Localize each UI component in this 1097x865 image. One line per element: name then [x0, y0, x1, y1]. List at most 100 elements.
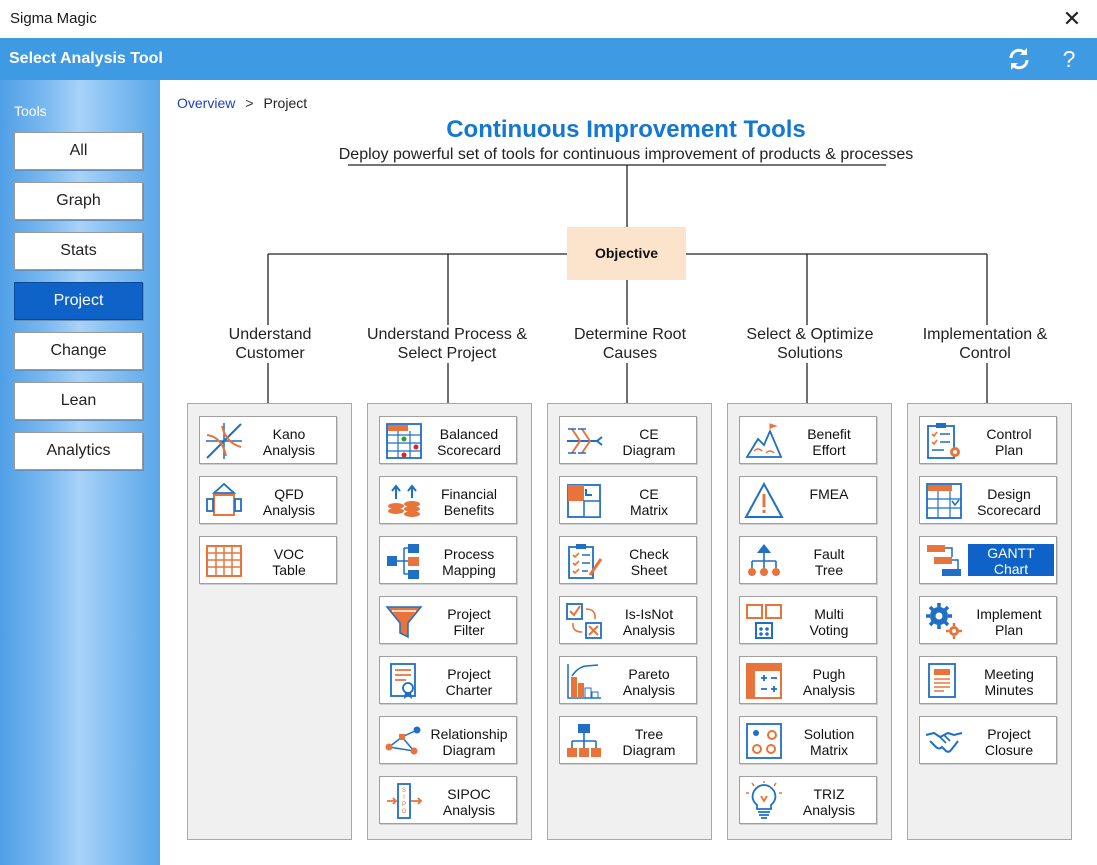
tool-button-solution-matrix[interactable]: Solution Matrix: [739, 716, 877, 764]
control-plan-icon: [927, 423, 960, 459]
tool-button-is-isnot-analysis[interactable]: Is-IsNot Analysis: [559, 596, 697, 644]
tool-label: Solution Matrix: [803, 726, 855, 758]
tool-label: Pugh Analysis: [802, 666, 856, 698]
tool-label: Relationship Diagram: [430, 726, 508, 758]
tool-button-fault-tree[interactable]: Fault Tree: [739, 536, 877, 584]
tool-label: Multi Voting: [809, 606, 849, 638]
tool-label: CE Diagram: [622, 426, 676, 458]
design-scorecard-icon: [926, 483, 962, 519]
fault-tree-icon: [748, 544, 780, 576]
window-title: Sigma Magic: [10, 10, 97, 27]
warning-icon: [744, 481, 784, 518]
breadcrumb-overview-link[interactable]: Overview: [177, 95, 236, 111]
sidebar-item-stats[interactable]: Stats: [14, 232, 143, 270]
breadcrumb: Overview > Project: [177, 95, 307, 111]
minutes-icon: [928, 663, 956, 698]
refresh-icon[interactable]: [1004, 44, 1034, 74]
tool-label: VOC Table: [272, 546, 306, 578]
tool-label: Pareto Analysis: [622, 666, 676, 698]
tool-label: Meeting Minutes: [984, 666, 1034, 698]
sipoc-icon: SIPO: [387, 783, 423, 819]
tool-button-kano-analysis[interactable]: Kano Analysis: [199, 416, 337, 464]
tool-button-project-closure[interactable]: Project Closure: [919, 716, 1057, 764]
close-icon[interactable]: ✕: [1062, 6, 1082, 31]
tool-button-voc-table[interactable]: VOC Table: [199, 536, 337, 584]
tool-label: Design Scorecard: [977, 486, 1041, 518]
fishbone-icon: [567, 428, 603, 454]
tool-label: FMEA: [809, 486, 849, 502]
tool-button-multi-voting[interactable]: Multi Voting: [739, 596, 877, 644]
sidebar-item-all[interactable]: All: [14, 132, 143, 170]
tool-button-ce-matrix[interactable]: CE Matrix: [559, 476, 697, 524]
tool-label: Implement Plan: [976, 606, 1042, 638]
tool-button-meeting-minutes[interactable]: Meeting Minutes: [919, 656, 1057, 704]
sidebar-item-change[interactable]: Change: [14, 332, 143, 370]
tool-button-ce-diagram[interactable]: CE Diagram: [559, 416, 697, 464]
gears-icon: [926, 603, 962, 639]
sidebar-item-analytics[interactable]: Analytics: [14, 432, 143, 470]
page-title: Continuous Improvement Tools: [446, 116, 806, 143]
category-label: Understand Process & Select Project: [366, 326, 528, 362]
tool-button-fmea[interactable]: FMEA: [739, 476, 877, 524]
svg-text:S: S: [402, 788, 406, 794]
tool-button-project-charter[interactable]: Project Charter: [379, 656, 517, 704]
table-icon: [206, 545, 242, 577]
tool-button-control-plan[interactable]: Control Plan: [919, 416, 1057, 464]
matrix-icon: [567, 484, 601, 518]
tool-button-relationship-diagram[interactable]: Relationship Diagram: [379, 716, 517, 764]
qfd-icon: [206, 482, 242, 516]
tool-button-pugh-analysis[interactable]: Pugh Analysis: [739, 656, 877, 704]
tool-button-qfd-analysis[interactable]: QFD Analysis: [199, 476, 337, 524]
category-label: Select & Optimize Solutions: [746, 326, 874, 362]
sidebar-item-lean[interactable]: Lean: [14, 382, 143, 420]
tool-label: Fault Tree: [813, 546, 845, 578]
tool-label: Tree Diagram: [622, 726, 676, 758]
gantt-icon: [927, 545, 961, 576]
tool-button-process-mapping[interactable]: Process Mapping: [379, 536, 517, 584]
scorecard-icon: [386, 423, 422, 459]
tool-label: Project Closure: [984, 726, 1034, 758]
breadcrumb-current: Project: [263, 95, 308, 111]
category-label: Implementation & Control: [922, 326, 1048, 362]
tree-icon: [567, 724, 601, 757]
isisnot-icon: [566, 603, 602, 639]
category-label: Understand Customer: [228, 326, 312, 362]
tool-label: Project Filter: [447, 606, 491, 638]
solution-matrix-icon: [746, 723, 782, 759]
tool-label: Financial Benefits: [440, 486, 498, 518]
svg-text:O: O: [402, 809, 407, 815]
sidebar-item-graph[interactable]: Graph: [14, 182, 143, 220]
objective-box: Objective: [567, 227, 686, 280]
tool-button-tree-diagram[interactable]: Tree Diagram: [559, 716, 697, 764]
tool-label: Benefit Effort: [807, 426, 851, 458]
tool-label: CE Matrix: [629, 486, 669, 518]
certificate-icon: [390, 663, 416, 699]
checksheet-icon: [568, 544, 603, 579]
tool-button-project-filter[interactable]: Project Filter: [379, 596, 517, 644]
sidebar-item-project[interactable]: Project: [14, 282, 143, 320]
svg-text:P: P: [402, 802, 406, 808]
tool-button-balanced-scorecard[interactable]: Balanced Scorecard: [379, 416, 517, 464]
breadcrumb-separator: >: [245, 95, 254, 111]
tool-button-gantt-chart[interactable]: GANTT Chart: [919, 536, 1057, 584]
help-icon[interactable]: ?: [1062, 46, 1076, 72]
dialog-header: Select Analysis Tool ?: [0, 38, 1097, 80]
lightbulb-icon: [746, 781, 782, 819]
tool-button-check-sheet[interactable]: Check Sheet: [559, 536, 697, 584]
tool-button-implement-plan[interactable]: Implement Plan: [919, 596, 1057, 644]
tools-label: Tools: [14, 103, 47, 119]
kano-icon: [206, 423, 242, 459]
tool-label: Is-IsNot Analysis: [622, 606, 676, 638]
tool-button-design-scorecard[interactable]: Design Scorecard: [919, 476, 1057, 524]
tool-label: Project Charter: [445, 666, 493, 698]
tool-label: TRIZ Analysis: [802, 786, 856, 818]
tool-label: QFD Analysis: [262, 486, 316, 518]
tool-button-triz-analysis[interactable]: TRIZ Analysis: [739, 776, 877, 824]
tool-button-financial-benefits[interactable]: Financial Benefits: [379, 476, 517, 524]
tool-label: GANTT Chart: [968, 544, 1054, 577]
pugh-icon: [746, 663, 782, 699]
tool-button-pareto-analysis[interactable]: Pareto Analysis: [559, 656, 697, 704]
tool-button-benefit-effort[interactable]: Benefit Effort: [739, 416, 877, 464]
window-titlebar: Sigma Magic ✕: [0, 0, 1097, 38]
